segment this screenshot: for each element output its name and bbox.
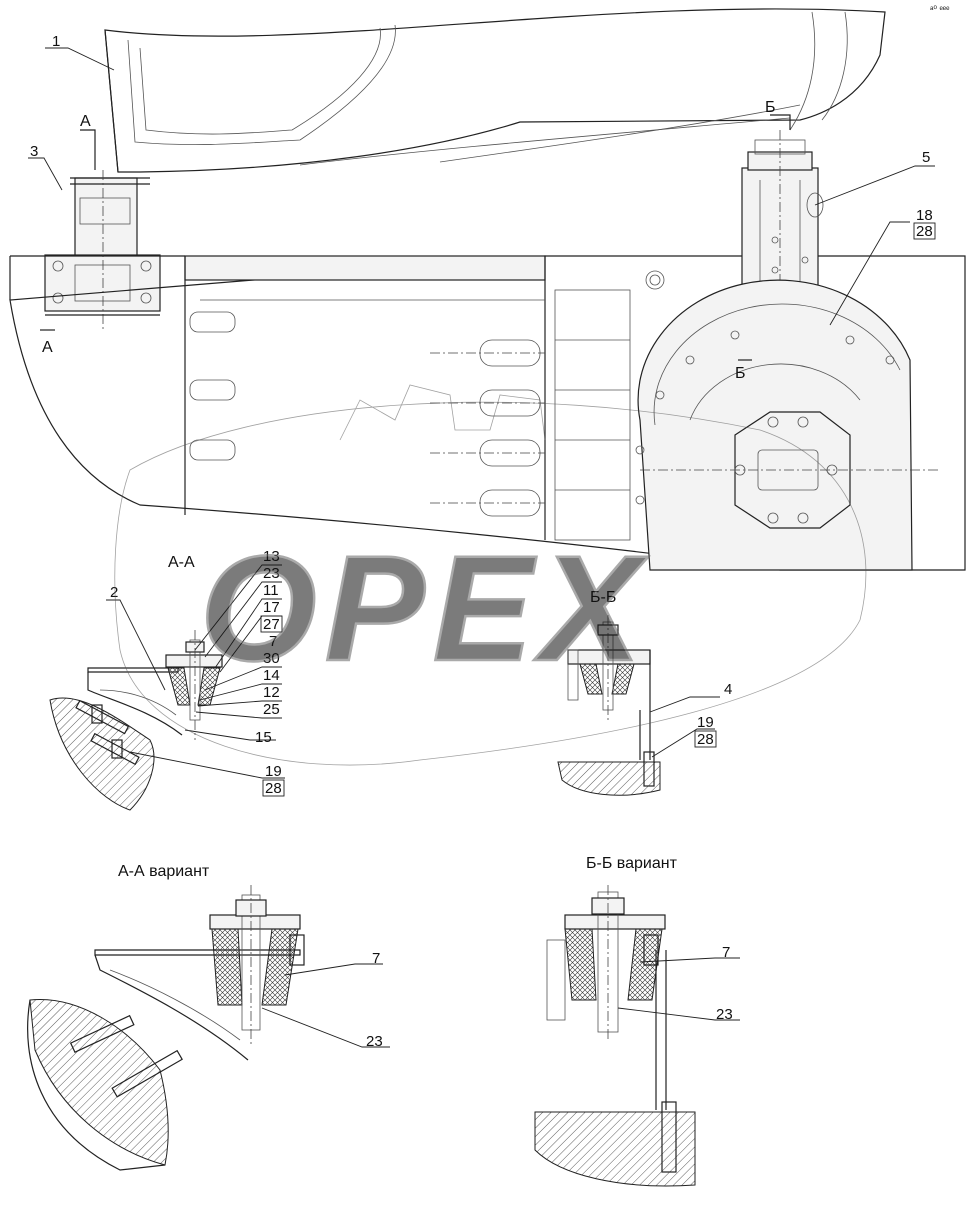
section-title-aa: А-А	[168, 554, 195, 571]
section-title-bb: Б-Б	[590, 589, 616, 606]
callout-c23c: 23	[366, 1033, 383, 1050]
callout-c17: 17	[263, 599, 280, 616]
callout-number: 7	[722, 944, 730, 961]
callout-number: 2	[110, 584, 118, 601]
callout-c27: 27	[260, 615, 283, 633]
callout-c19b: 19	[697, 714, 714, 731]
callout-number: 7	[269, 633, 277, 650]
callout-number: 28	[916, 223, 933, 240]
callout-c25: 25	[263, 701, 280, 718]
section-mark-a-top: А	[80, 113, 91, 130]
callout-number: 14	[263, 667, 280, 684]
section-mark-b-top: Б	[765, 99, 776, 116]
callout-c19a: 19	[265, 763, 282, 780]
callout-number: 4	[724, 681, 732, 698]
callout-c23b: 23	[716, 1006, 733, 1023]
callout-number: 13	[263, 548, 280, 565]
watermark-text: OPEX	[200, 524, 649, 692]
callout-box	[694, 730, 717, 748]
callout-number: 19	[265, 763, 282, 780]
main-view: А А Б Б	[9, 8, 966, 571]
callout-number: 27	[263, 616, 280, 633]
longitudinal-member	[184, 255, 665, 541]
callout-number: 18	[916, 207, 933, 224]
callout-number: 28	[265, 780, 282, 797]
section-bb: Б-Б	[557, 589, 661, 796]
left-mount	[44, 170, 161, 330]
callout-c7a: 7	[269, 633, 277, 650]
callout-number: 15	[255, 729, 272, 746]
callout-c30: 30	[263, 650, 280, 667]
callout-c28b: 28	[262, 779, 285, 797]
callout-c13: 13	[263, 548, 280, 565]
callout-labels: 1234518281323111727730141225151928192872…	[30, 33, 936, 1050]
callout-c12: 12	[263, 684, 280, 701]
callout-box	[262, 779, 285, 797]
section-title-bb-variant: Б-Б вариант	[586, 855, 678, 872]
callout-c28c: 28	[694, 730, 717, 748]
callout-c18: 18	[916, 207, 933, 224]
section-bb-variant: Б-Б вариант	[534, 855, 696, 1187]
callout-number: 17	[263, 599, 280, 616]
callout-number: 23	[716, 1006, 733, 1023]
gearbox-housing	[635, 279, 940, 571]
corner-mark: ᵃ⁰ ᵉᵉᵉ	[930, 4, 950, 14]
section-markers: А А Б Б	[40, 99, 791, 382]
callout-c5: 5	[922, 149, 930, 166]
callout-box	[913, 222, 936, 240]
callout-c3: 3	[30, 143, 38, 160]
callout-c14: 14	[263, 667, 280, 684]
watermark: OPEX	[114, 384, 867, 766]
callout-c7b: 7	[372, 950, 380, 967]
callout-c23a: 23	[263, 565, 280, 582]
callout-number: 11	[263, 582, 279, 599]
callout-c11: 11	[263, 582, 279, 599]
callout-number: 3	[30, 143, 38, 160]
section-title-aa-variant: А-А вариант	[118, 863, 210, 880]
callout-box	[260, 615, 283, 633]
callout-number: 23	[366, 1033, 383, 1050]
section-mark-b-bottom: Б	[735, 365, 746, 382]
section-aa: А-А	[49, 554, 223, 811]
leader-lines	[28, 47, 935, 1048]
callout-c4: 4	[724, 681, 732, 698]
callout-number: 30	[263, 650, 280, 667]
callout-number: 7	[372, 950, 380, 967]
callout-number: 28	[697, 731, 714, 748]
callout-c7c: 7	[722, 944, 730, 961]
callout-number: 25	[263, 701, 280, 718]
section-aa-variant: А-А вариант	[27, 863, 305, 1171]
cab-shell	[104, 8, 886, 173]
callout-c15: 15	[255, 729, 272, 746]
callout-number: 19	[697, 714, 714, 731]
callout-number: 12	[263, 684, 280, 701]
callout-number: 23	[263, 565, 280, 582]
section-mark-a-bottom: А	[42, 339, 53, 356]
callout-c2: 2	[110, 584, 118, 601]
callout-c1: 1	[52, 33, 60, 50]
callout-number: 5	[922, 149, 930, 166]
callout-c28a: 28	[913, 222, 936, 240]
callout-number: 1	[52, 33, 60, 50]
